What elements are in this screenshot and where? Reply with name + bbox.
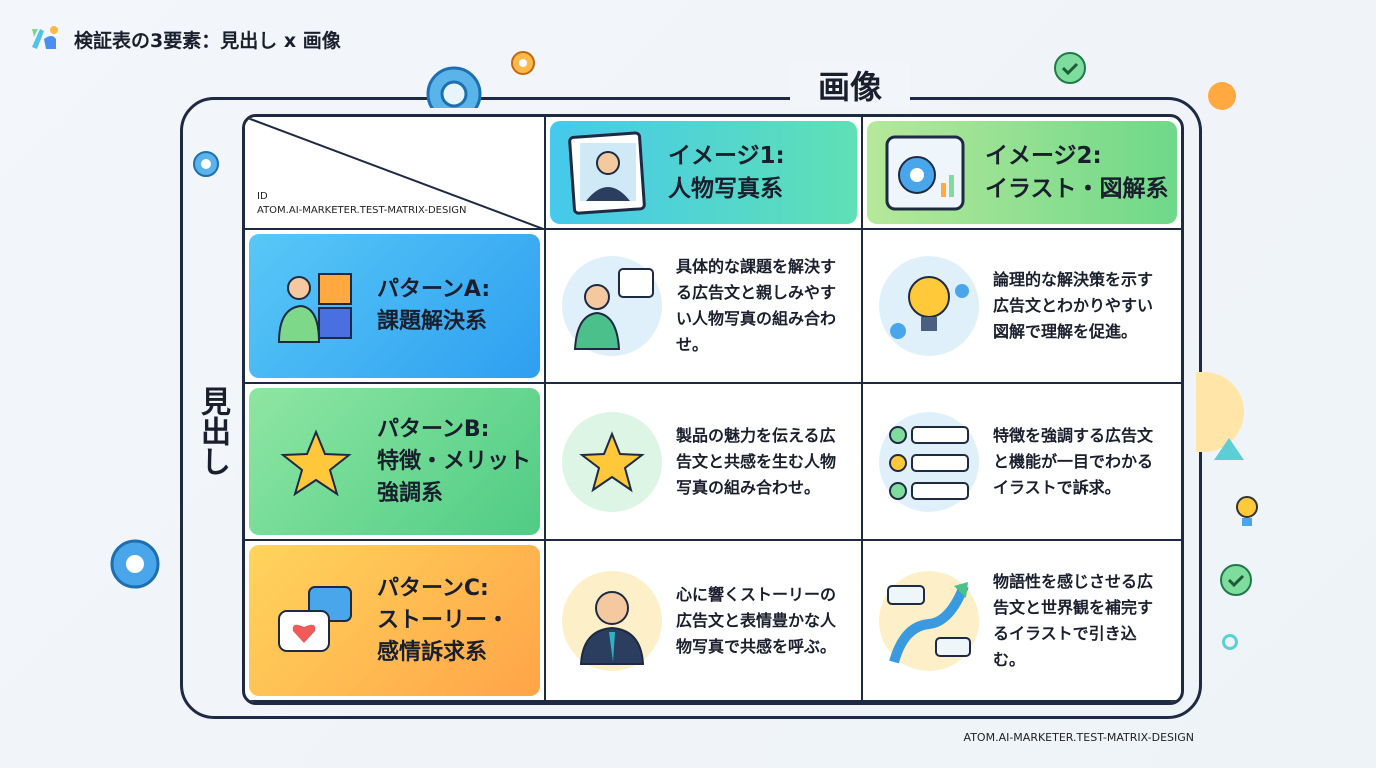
row-title: パターンC: (377, 575, 489, 601)
corner-cell: ID ATOM.AI-MARKETER.TEST-MATRIX-DESIGN (245, 117, 546, 230)
gear-icon (511, 51, 535, 75)
puzzle-person-icon (277, 273, 352, 343)
matrix-cell-a-2: 論理的な解決策を示す広告文とわかりやすい図解で理解を促進。 (863, 230, 1181, 384)
decorative-dot (1208, 82, 1236, 110)
story-arrow-icon (879, 570, 979, 671)
image-axis-label: 画像 (790, 62, 910, 108)
cell-text: 論理的な解決策を示す広告文とわかりやすい図解で理解を促進。 (993, 270, 1154, 341)
chat-heart-icon (278, 585, 352, 652)
cell-text: 製品の魅力を伝える広告文と共感を生む人物写真の組み合わせ。 (676, 425, 837, 497)
star-icon (280, 428, 352, 496)
gear-icon (426, 66, 482, 108)
lightbulb-gears-icon (879, 256, 979, 356)
row-subtitle: 課題解決系 (377, 309, 488, 334)
checklist-icon (879, 411, 979, 512)
person-speech-icon (562, 256, 662, 356)
column-header-image-1: イメージ1: 人物写真系 (546, 117, 863, 230)
page-title: 検証表の3要素：見出し x 画像 (74, 30, 341, 52)
matrix-cell-c-2: 物語性を感じさせる広告文と世界観を補完するイラストで引き込む。 (863, 541, 1181, 702)
decorative-dot (1222, 634, 1238, 650)
row-header-pattern-b: パターンB: 特徴・メリット強調系 (245, 384, 546, 541)
footer-id: ATOM.AI-MARKETER.TEST-MATRIX-DESIGN (963, 731, 1194, 744)
check-circle-icon (1220, 564, 1252, 596)
matrix-cell-b-1: 製品の魅力を伝える広告文と共感を生む人物写真の組み合わせ。 (546, 384, 863, 541)
gear-chart-icon (885, 135, 965, 210)
matrix-cell-c-1: 心に響くストーリーの広告文と表情豊かな人物写真で共感を呼ぶ。 (546, 541, 863, 702)
row-subtitle: ストーリー・ (377, 607, 510, 633)
id-value: ATOM.AI-MARKETER.TEST-MATRIX-DESIGN (257, 205, 467, 216)
logo-icon (32, 26, 58, 49)
cell-text: 具体的な課題を解決する広告文と親しみやすい人物写真の組み合わせ。 (676, 257, 837, 354)
row-header-pattern-a: パターンA: 課題解決系 (245, 230, 546, 384)
row-title: パターンA: (377, 277, 491, 302)
column-subtitle: 人物写真系 (668, 175, 783, 202)
row-title: パターンB: (377, 416, 490, 442)
cell-text: 特徴を強調する広告文と機能が一目でわかるイラストで訴求。 (993, 425, 1154, 497)
gear-icon (110, 539, 160, 589)
portrait-photo-icon (568, 130, 646, 215)
cell-text: 物語性を感じさせる広告文と世界観を補完するイラストで引き込む。 (993, 571, 1154, 669)
smiling-businessman-icon (562, 570, 662, 671)
lightbulb-icon (1236, 496, 1258, 526)
check-circle-icon (1054, 52, 1086, 84)
row-subtitle: 感情訴求系 (377, 639, 488, 665)
cell-text: 心に響くストーリーの広告文と表情豊かな人物写真で共感を呼ぶ。 (676, 584, 837, 656)
column-subtitle: イラスト・図解系 (985, 175, 1169, 202)
diagonal-line (245, 117, 544, 228)
column-header-image-2: イメージ2: イラスト・図解系 (863, 117, 1181, 230)
triangle-icon (1214, 438, 1244, 460)
id-label: ID (257, 191, 268, 202)
row-subtitle: 特徴・メリット (377, 448, 532, 474)
test-matrix: ID ATOM.AI-MARKETER.TEST-MATRIX-DESIGN イメ… (242, 114, 1184, 705)
row-subtitle: 強調系 (377, 480, 444, 506)
headline-axis-label: 見出し (190, 380, 234, 482)
star-sparkle-icon (562, 411, 662, 512)
column-title: イメージ1: (668, 142, 785, 169)
column-title: イメージ2: (985, 142, 1102, 169)
row-header-pattern-c: パターンC: ストーリー・感情訴求系 (245, 541, 546, 702)
matrix-cell-b-2: 特徴を強調する広告文と機能が一目でわかるイラストで訴求。 (863, 384, 1181, 541)
matrix-cell-a-1: 具体的な課題を解決する広告文と親しみやすい人物写真の組み合わせ。 (546, 230, 863, 384)
gear-icon (193, 151, 219, 177)
